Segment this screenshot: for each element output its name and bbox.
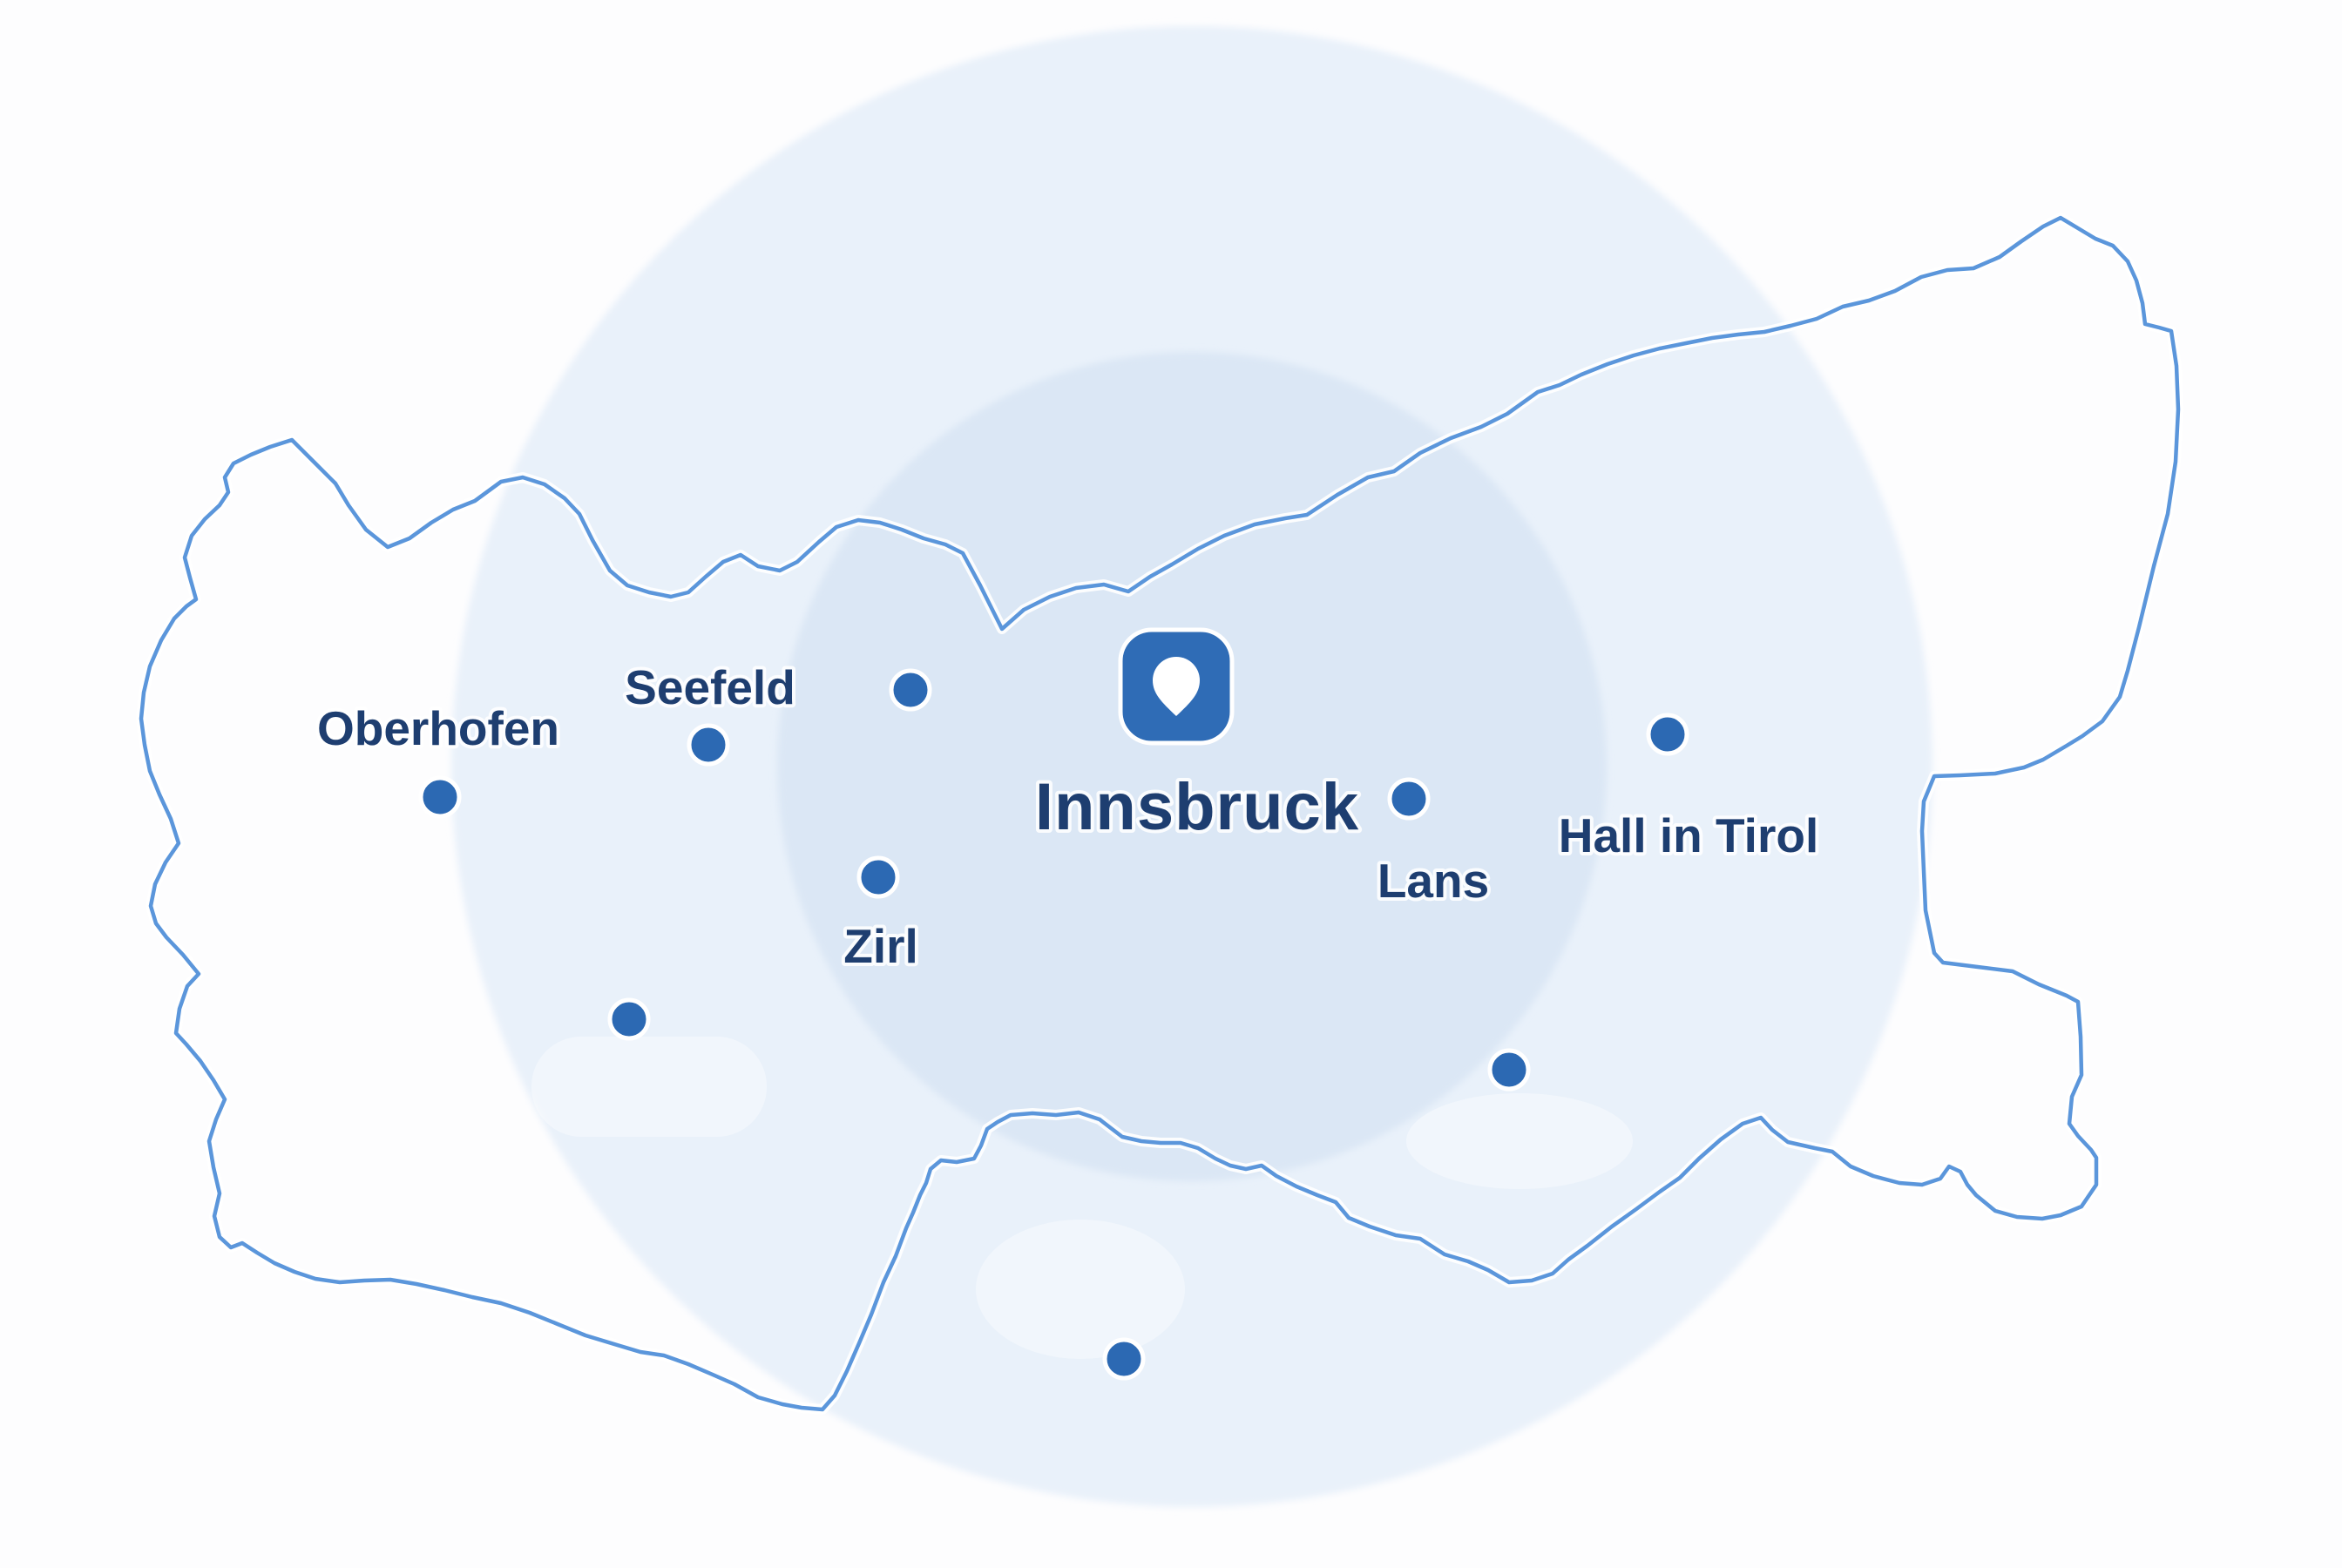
town-dot [1487,1048,1531,1092]
innsbruck-pin [1118,627,1235,746]
region-border [139,215,2181,1412]
hall-in-tirol-dot [1646,713,1689,756]
hall-in-tirol-label: Hall in Tirol [1559,808,1818,862]
town-dot [1102,1337,1146,1381]
oberhofen-dot [418,775,462,819]
zirl-dot [856,855,900,899]
inner-radius-circle [777,352,1607,1181]
seefeld-dot [687,723,730,767]
soft-blob [1406,1093,1633,1189]
oberhofen-label: Oberhofen [317,701,559,755]
town-dot [607,997,651,1041]
lans-label: Lans [1377,854,1489,908]
markers-layer [418,668,1689,1381]
zirl-label: Zirl [843,919,918,973]
soft-blob [531,1037,767,1137]
pin-layer [1118,627,1235,746]
seefeld-label: Seefeld [625,660,795,714]
town-dot [889,668,932,712]
soft-shapes-layer [531,1037,1633,1359]
soft-blob [976,1220,1185,1359]
lans-dot [1387,777,1431,821]
pin-glyph-icon [1153,657,1200,716]
innsbruck-label: Innsbruck [1035,770,1359,844]
